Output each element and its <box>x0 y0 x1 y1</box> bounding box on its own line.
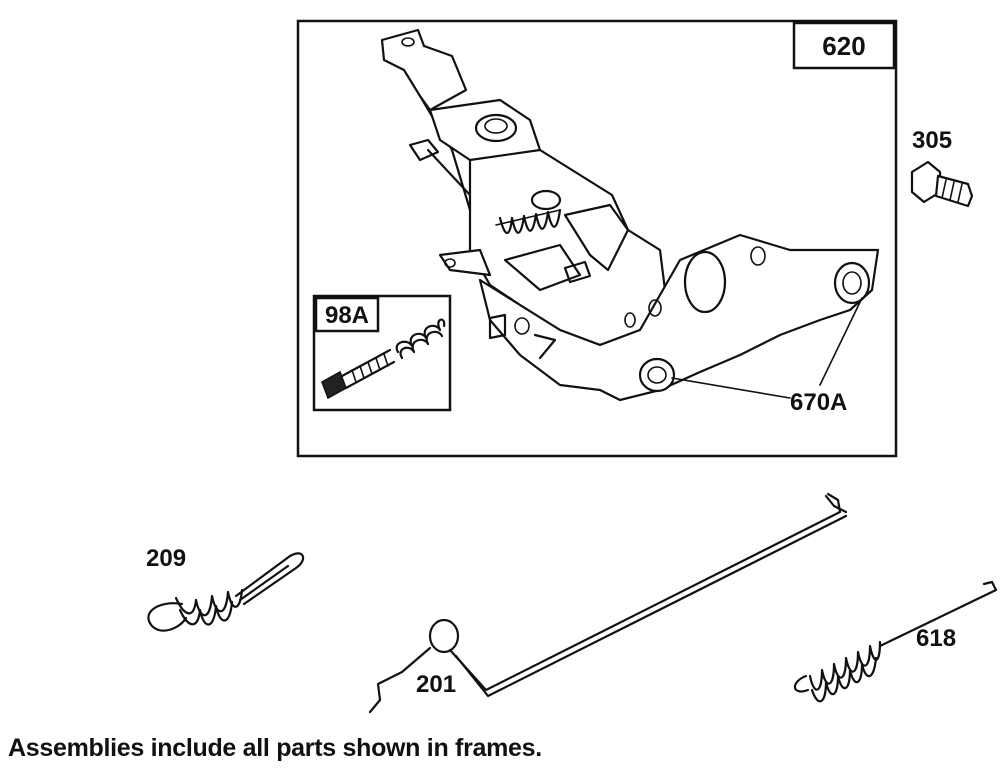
frame-620-label: 620 <box>822 31 865 61</box>
footnote: Assemblies include all parts shown in fr… <box>8 734 542 762</box>
label-209: 209 <box>146 545 186 572</box>
spring-98a <box>395 318 446 360</box>
governor-spring <box>495 208 562 235</box>
assembly-frame-620 <box>296 19 898 458</box>
bushing-670a-right <box>833 261 871 305</box>
adjusting-screw-98a <box>321 348 396 400</box>
frame-620-label-box <box>792 21 896 70</box>
leader-670a-left <box>671 377 791 399</box>
spring-618 <box>793 580 998 703</box>
label-201: 201 <box>416 671 456 698</box>
link-rod-201 <box>368 492 848 714</box>
governor-bracket-drawing <box>380 28 880 402</box>
leader-670a-right <box>819 297 863 386</box>
frame-98a-label: 98A <box>325 302 369 329</box>
frame-98a-label-box <box>314 296 380 333</box>
bolt-305 <box>910 160 974 208</box>
bushing-670a-left <box>638 357 676 393</box>
label-670a: 670A <box>790 389 847 416</box>
label-305: 305 <box>912 127 952 154</box>
label-618: 618 <box>916 625 956 652</box>
spring-209 <box>147 552 305 632</box>
